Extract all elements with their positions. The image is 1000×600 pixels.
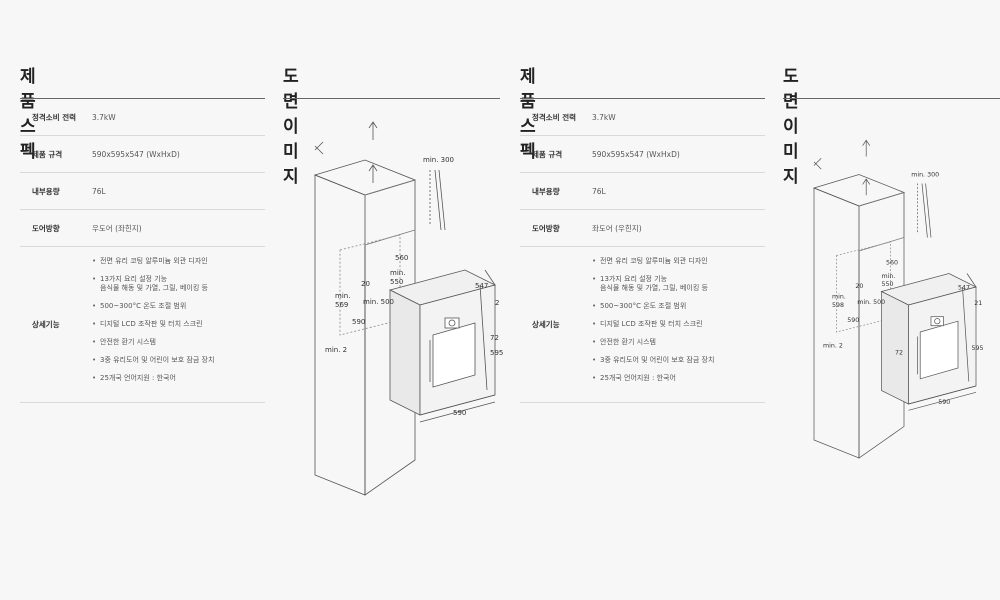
feature-item: 안전한 환기 시스템 [592,338,714,347]
dim-min500: min. 500 [857,299,885,306]
spec-key: 도어방향 [532,223,560,233]
spec-table: 정격소비 전력 3.7kW 제품 규격 590x595x547 (WxHxD) … [20,99,265,403]
spec-key: 정격소비 전력 [32,112,77,122]
feature-item: 디지털 LCD 조작판 및 터치 스크린 [92,320,214,329]
svg-text:550: 550 [390,278,403,286]
divider [783,98,1000,99]
dim-590v: 590 [352,318,365,326]
spec-value: 3.7kW [92,112,116,122]
feature-item: 25개국 언어지원 : 한국어 [592,374,714,383]
divider [20,98,265,99]
dim-595: 595 [490,349,503,357]
spec-row-features: 상세기능 전면 유리 코팅 알루미늄 외관 디자인 13가지 요리 설정 기능음… [20,247,265,403]
dim-20: 20 [855,283,863,290]
spec-key: 정격소비 전력 [532,112,577,122]
dim-72: 72 [490,334,499,342]
dim-min569: min. [335,292,350,300]
spec-title: 제품 스펙 [20,67,36,162]
dim-590: 590 [453,409,466,417]
spec-key: 내부용량 [32,186,60,196]
spec-value: 590x595x547 (WxHxD) [592,149,680,159]
spec-row-features: 상세기능 전면 유리 코팅 알루미늄 외관 디자인 13가지 요리 설정 기능음… [520,247,765,403]
dim-560: 560 [886,260,898,267]
spec-value: 590x595x547 (WxHxD) [92,149,180,159]
drawing-title: 도면 이미지 [783,67,799,187]
dim-min2: min. 2 [325,346,347,354]
spec-value: 3.7kW [592,112,616,122]
spec-row: 내부용량 76L [20,173,265,210]
spec-key: 내부용량 [532,186,560,196]
svg-text:598: 598 [832,302,844,309]
spec-title: 제품 스펙 [520,67,536,162]
spec-value: 좌도어 (우힌지) [592,223,642,233]
dim-min300: min. 300 [911,171,939,178]
dim-590: 590 [938,399,950,406]
divider [520,98,765,99]
spec-key: 도어방향 [32,223,60,233]
spec-row: 내부용량 76L [520,173,765,210]
installation-drawing: min. 300 560 min. 550 20 min. 500 min. 5… [812,139,984,459]
svg-text:min.: min. [832,294,846,301]
spec-key: 상세기능 [532,320,560,329]
feature-item: 500~300°C 온도 조절 범위 [92,302,214,311]
dim-72: 72 [895,350,903,357]
dim-min300: min. 300 [423,156,454,164]
feature-item: 전면 유리 코팅 알루미늄 외관 디자인 [92,257,214,266]
dim-550: min. [390,269,405,277]
spec-value: 76L [592,186,606,196]
spec-row: 제품 규격 590x595x547 (WxHxD) [520,136,765,173]
spec-value: 우도어 (좌힌지) [92,223,142,233]
dim-547: 547 [958,285,970,292]
dim-2: 2 [495,299,499,307]
feature-item: 25개국 언어지원 : 한국어 [92,374,214,383]
dim-20: 20 [361,280,370,288]
feature-item: 전면 유리 코팅 알루미늄 외관 디자인 [592,257,714,266]
dim-min2: min. 2 [823,342,843,349]
feature-item: 3중 유리도어 및 어린이 보호 잠금 장치 [592,356,714,365]
spec-key: 제품 규격 [32,149,63,159]
svg-text:569: 569 [335,301,348,309]
spec-row: 정격소비 전력 3.7kW [520,99,765,136]
feature-item: 500~300°C 온도 조절 범위 [592,302,714,311]
dim-21: 21 [974,300,982,307]
spec-key: 상세기능 [32,320,60,329]
spec-table: 정격소비 전력 3.7kW 제품 규격 590x595x547 (WxHxD) … [520,99,765,403]
feature-item: 3중 유리도어 및 어린이 보호 잠금 장치 [92,356,214,365]
spec-value: 76L [92,186,106,196]
svg-text:550: 550 [882,281,894,288]
svg-text:min.: min. [882,273,896,280]
feature-item: 디지털 LCD 조작판 및 터치 스크린 [592,320,714,329]
spec-row: 도어방향 우도어 (좌힌지) [20,210,265,247]
spec-row: 정격소비 전력 3.7kW [20,99,265,136]
dim-590v: 590 [847,317,859,324]
divider [283,98,500,99]
spec-row: 도어방향 좌도어 (우힌지) [520,210,765,247]
dim-595: 595 [972,345,984,352]
spec-row: 제품 규격 590x595x547 (WxHxD) [20,136,265,173]
dim-min500: min. 500 [363,298,394,306]
drawing-title: 도면 이미지 [283,67,299,187]
installation-drawing: min. 300 560 min. 550 20 min. 500 min. 5… [313,121,503,496]
spec-key: 제품 규격 [532,149,563,159]
dim-560: 560 [395,254,408,262]
feature-item: 안전한 환기 시스템 [92,338,214,347]
dim-547: 547 [475,282,488,290]
